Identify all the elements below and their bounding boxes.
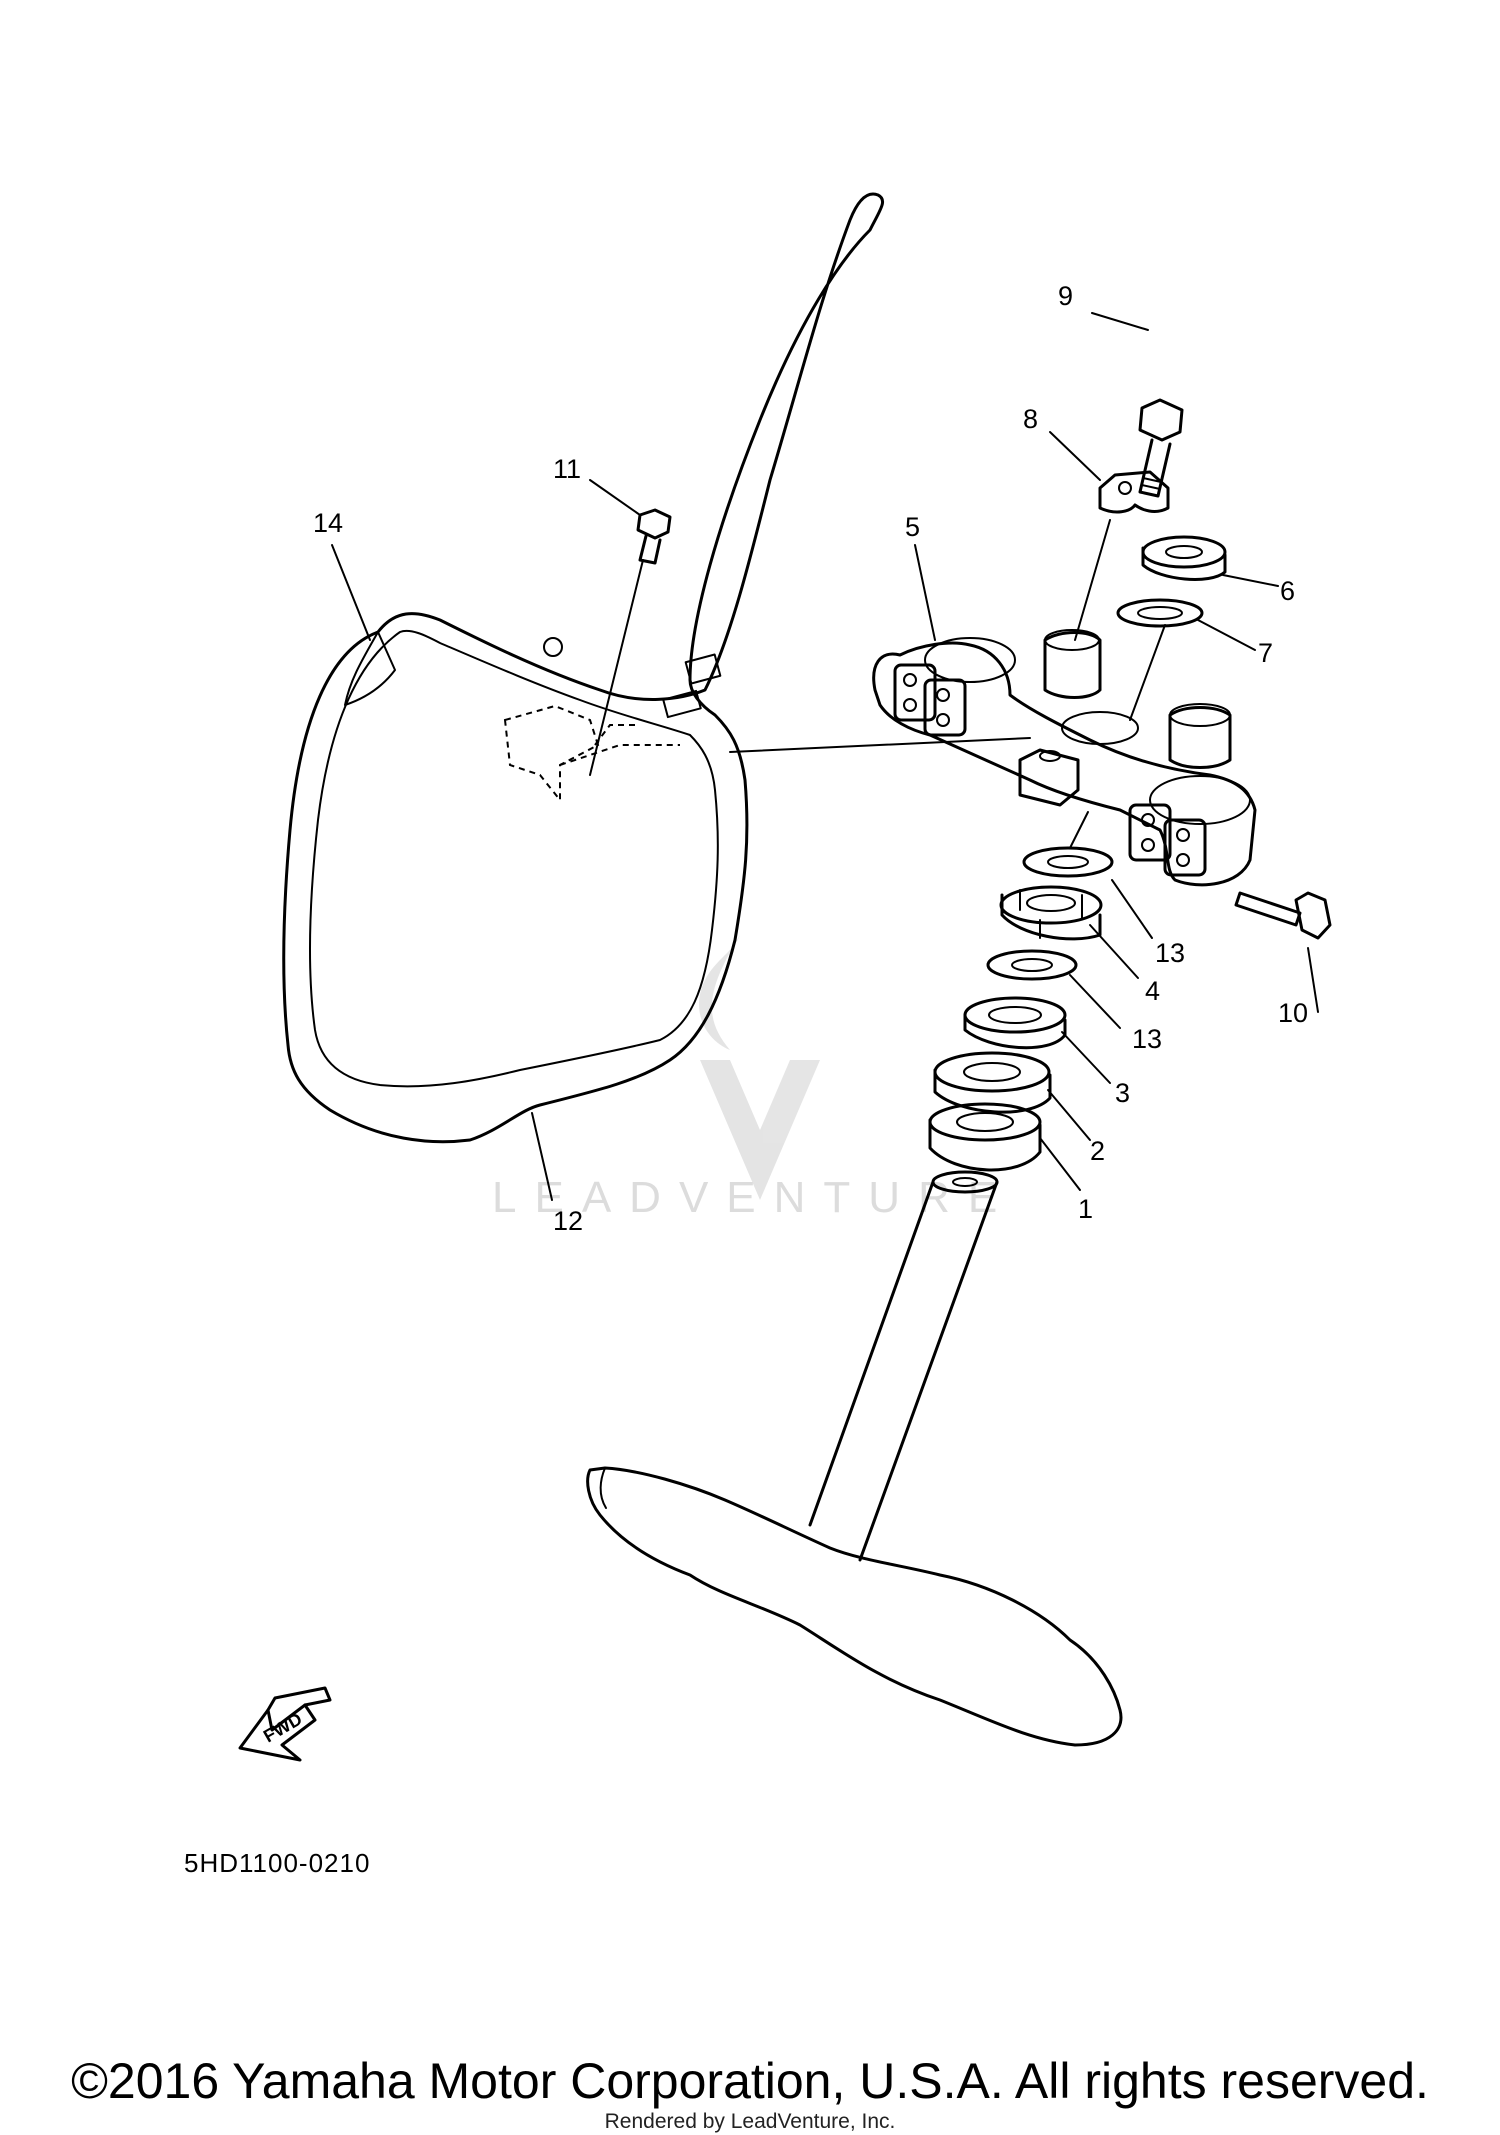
seal-1 bbox=[928, 1102, 1042, 1172]
bolt-9 bbox=[1138, 398, 1184, 498]
callout-12: 11 bbox=[553, 454, 581, 484]
callout-13-lower: 13 bbox=[1132, 1024, 1162, 1054]
callout-9: 9 bbox=[1058, 281, 1073, 311]
washer-7 bbox=[1116, 598, 1204, 628]
collar-6 bbox=[1141, 535, 1227, 581]
seal-3 bbox=[963, 996, 1067, 1050]
callout-numbers: 9 8 11 14 5 6 7 13 4 10 13 3 2 1 12 bbox=[313, 281, 1308, 1236]
copyright-notice: ©2016 Yamaha Motor Corporation, U.S.A. A… bbox=[71, 2053, 1429, 2109]
callout-6: 6 bbox=[1280, 576, 1295, 606]
bearing-2 bbox=[933, 1051, 1052, 1114]
callout-14: 14 bbox=[313, 508, 343, 538]
callout-5: 5 bbox=[905, 512, 920, 542]
rendered-by-credit: Rendered by LeadVenture, Inc. bbox=[604, 2110, 896, 2133]
leadventure-watermark: LEADVENTURE bbox=[492, 935, 1015, 1222]
callout-3: 3 bbox=[1115, 1078, 1130, 1108]
watermark-text: LEADVENTURE bbox=[492, 1173, 1015, 1222]
callout-13-upper: 13 bbox=[1155, 938, 1185, 968]
washer-13-upper bbox=[1022, 846, 1114, 878]
ring-nut-4 bbox=[999, 885, 1103, 941]
diagram-code: 5HD1100-0210 bbox=[184, 1848, 371, 1878]
handlebar-holder bbox=[1098, 470, 1170, 514]
upper-bracket bbox=[872, 629, 1257, 887]
callout-11: 12 bbox=[553, 1206, 583, 1236]
number-plate bbox=[282, 192, 884, 1144]
callout-4: 4 bbox=[1145, 976, 1160, 1006]
bolt-12 bbox=[636, 508, 672, 565]
fwd-label: FWD bbox=[260, 1709, 305, 1747]
fwd-arrow-icon: FWD bbox=[238, 1686, 332, 1762]
washer-13-lower bbox=[986, 949, 1078, 981]
steering-stem bbox=[586, 1170, 1123, 1747]
leader-lines bbox=[331, 312, 1319, 1201]
callout-7: 7 bbox=[1258, 638, 1273, 668]
callout-2: 2 bbox=[1090, 1136, 1105, 1166]
callout-8: 8 bbox=[1023, 404, 1038, 434]
callout-10: 10 bbox=[1278, 998, 1308, 1028]
callout-1: 1 bbox=[1078, 1194, 1093, 1224]
bolt-10 bbox=[1234, 891, 1332, 940]
